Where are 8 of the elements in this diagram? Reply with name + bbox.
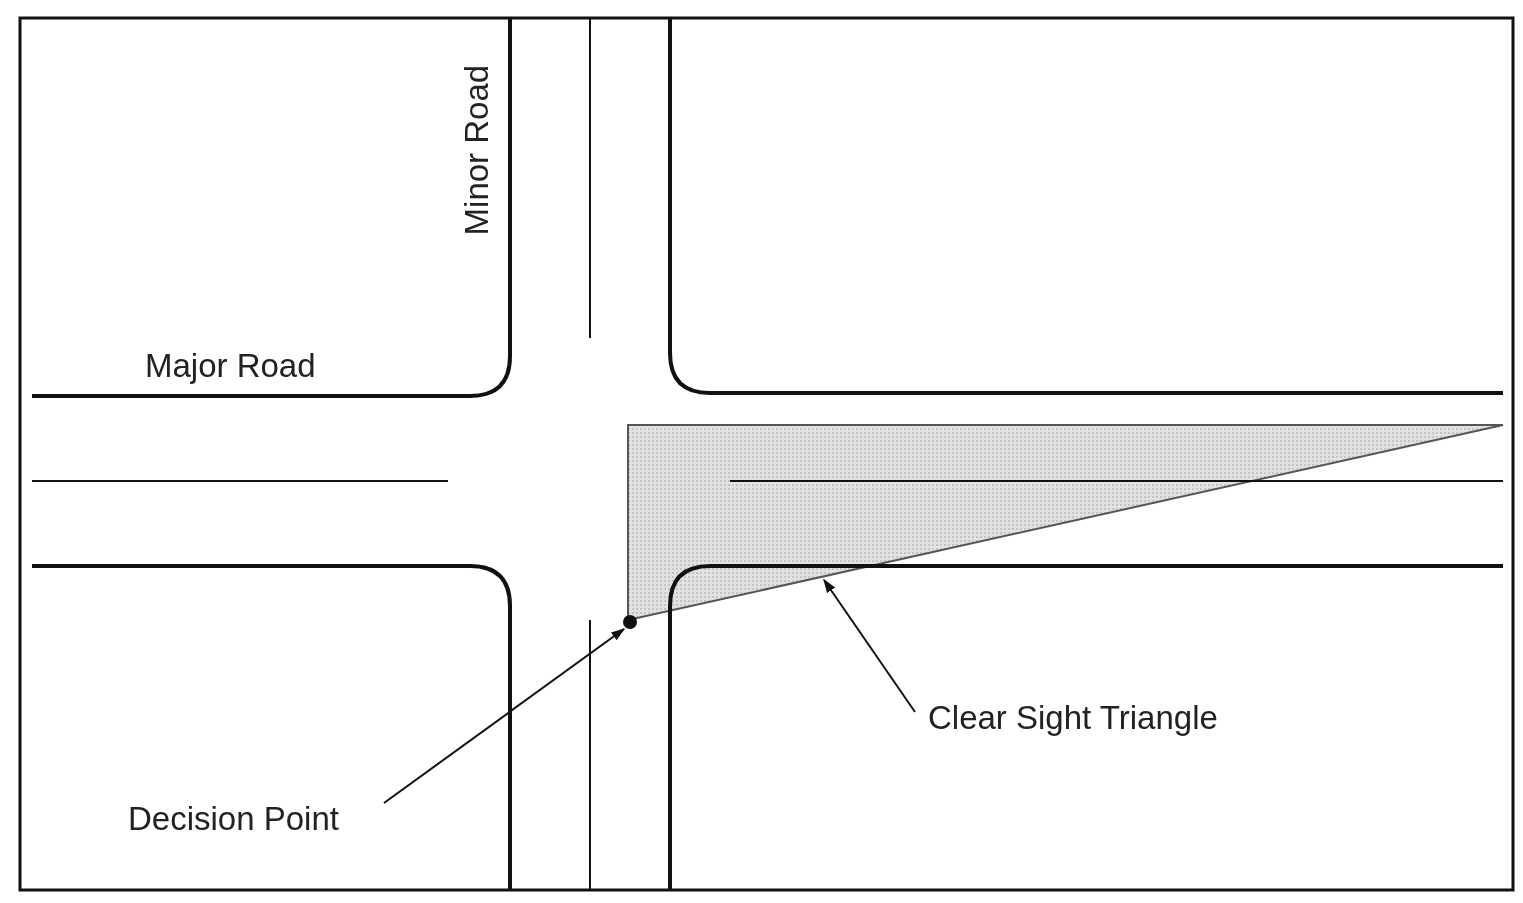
callout-label: Clear Sight Triangle <box>928 700 1218 737</box>
road-name: Major Road <box>145 348 316 385</box>
decision-point-dot <box>623 615 637 629</box>
road-name: Minor Road <box>458 64 495 236</box>
leader-line <box>383 628 626 804</box>
callout-label: Decision Point <box>128 801 339 838</box>
sight-triangle-area <box>627 424 1504 622</box>
leader-line <box>823 578 916 713</box>
